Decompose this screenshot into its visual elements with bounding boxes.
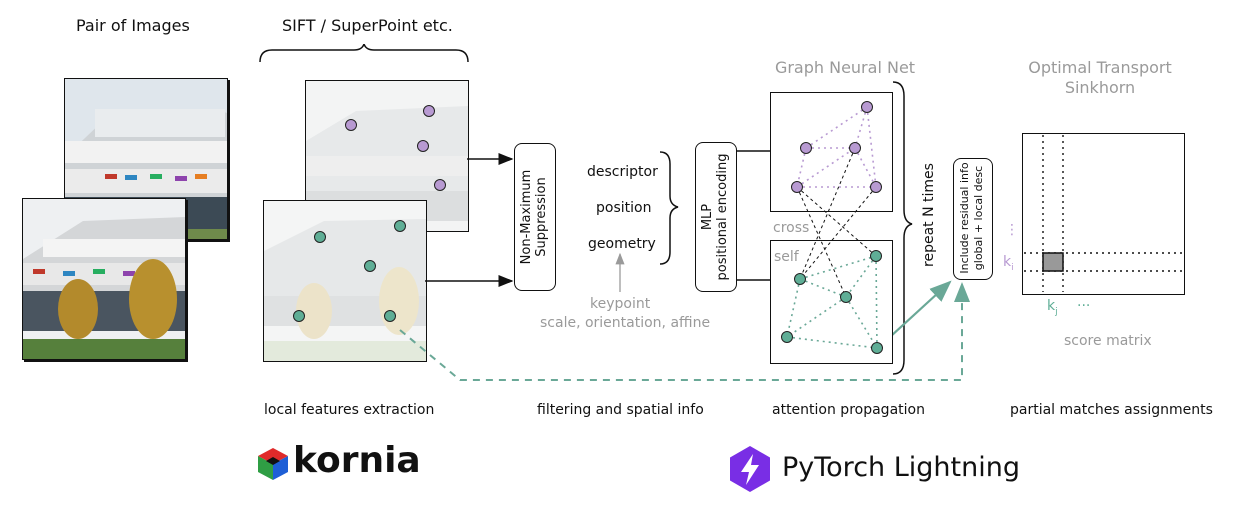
kornia-logo-icon (258, 448, 288, 480)
caption-local-features: local features extraction (264, 402, 435, 418)
info-geometry: geometry (588, 236, 656, 252)
header-sift: SIFT / SuperPoint etc. (282, 16, 453, 35)
header-ot-line1: Optimal Transport (1028, 58, 1172, 77)
caption-attention: attention propagation (772, 402, 925, 418)
gnn-cross-label: cross (773, 220, 810, 236)
score-kj-k: k (1047, 298, 1056, 314)
features-frame-back (305, 80, 469, 232)
gnn-node-purple-4 (791, 181, 803, 193)
photo-front (22, 198, 186, 360)
gnn-node-purple-1 (861, 101, 873, 113)
header-optimal-transport: Optimal Transport Sinkhorn (1010, 58, 1190, 98)
gnn-node-teal-1 (870, 250, 882, 262)
caption-partial-matches: partial matches assignments (1010, 402, 1213, 418)
gnn-node-purple-3 (849, 142, 861, 154)
score-ki-sub: i (1011, 262, 1014, 273)
features-front-canvas (264, 201, 426, 361)
lightning-logo-icon (730, 446, 770, 492)
lightning-logo-text: PyTorch Lightning (782, 452, 1020, 483)
mlp-box: MLP positional encoding (695, 142, 737, 292)
gnn-node-purple-2 (800, 142, 812, 154)
nms-box: Non-Maximum Suppression (514, 143, 556, 291)
gnn-node-purple-5 (870, 181, 882, 193)
gnn-self-label: self (774, 249, 799, 265)
info-descriptor: descriptor (587, 164, 658, 180)
score-cell (1042, 252, 1064, 272)
features-frame-front (263, 200, 427, 362)
header-ot-line2: Sinkhorn (1064, 78, 1136, 97)
residual-box: Include residual info global + local des… (953, 158, 993, 280)
header-gnn: Graph Neural Net (774, 58, 916, 77)
info-keypoint-detail: scale, orientation, affine (540, 315, 711, 331)
sift-brace (259, 44, 469, 63)
gnn-node-teal-3 (840, 291, 852, 303)
gnn-node-teal-2 (794, 273, 806, 285)
gnn-node-teal-4 (781, 331, 793, 343)
score-kj-sub: j (1055, 306, 1058, 317)
info-keypoint: keypoint (590, 296, 651, 312)
score-dots-vertical: ⋮ (1005, 222, 1019, 238)
score-ki: ki (1003, 254, 1014, 273)
info-position: position (596, 200, 652, 216)
score-matrix-label: score matrix (1064, 333, 1152, 349)
score-kj: kj (1047, 298, 1058, 317)
header-pair-of-images: Pair of Images (76, 16, 190, 35)
score-ki-k: k (1003, 254, 1012, 270)
score-dots-horizontal: ··· (1077, 298, 1091, 314)
caption-filtering: filtering and spatial info (537, 402, 704, 418)
gnn-node-teal-5 (871, 342, 883, 354)
building-photo-front (23, 199, 185, 359)
kornia-logo-text: kornia (293, 440, 421, 481)
